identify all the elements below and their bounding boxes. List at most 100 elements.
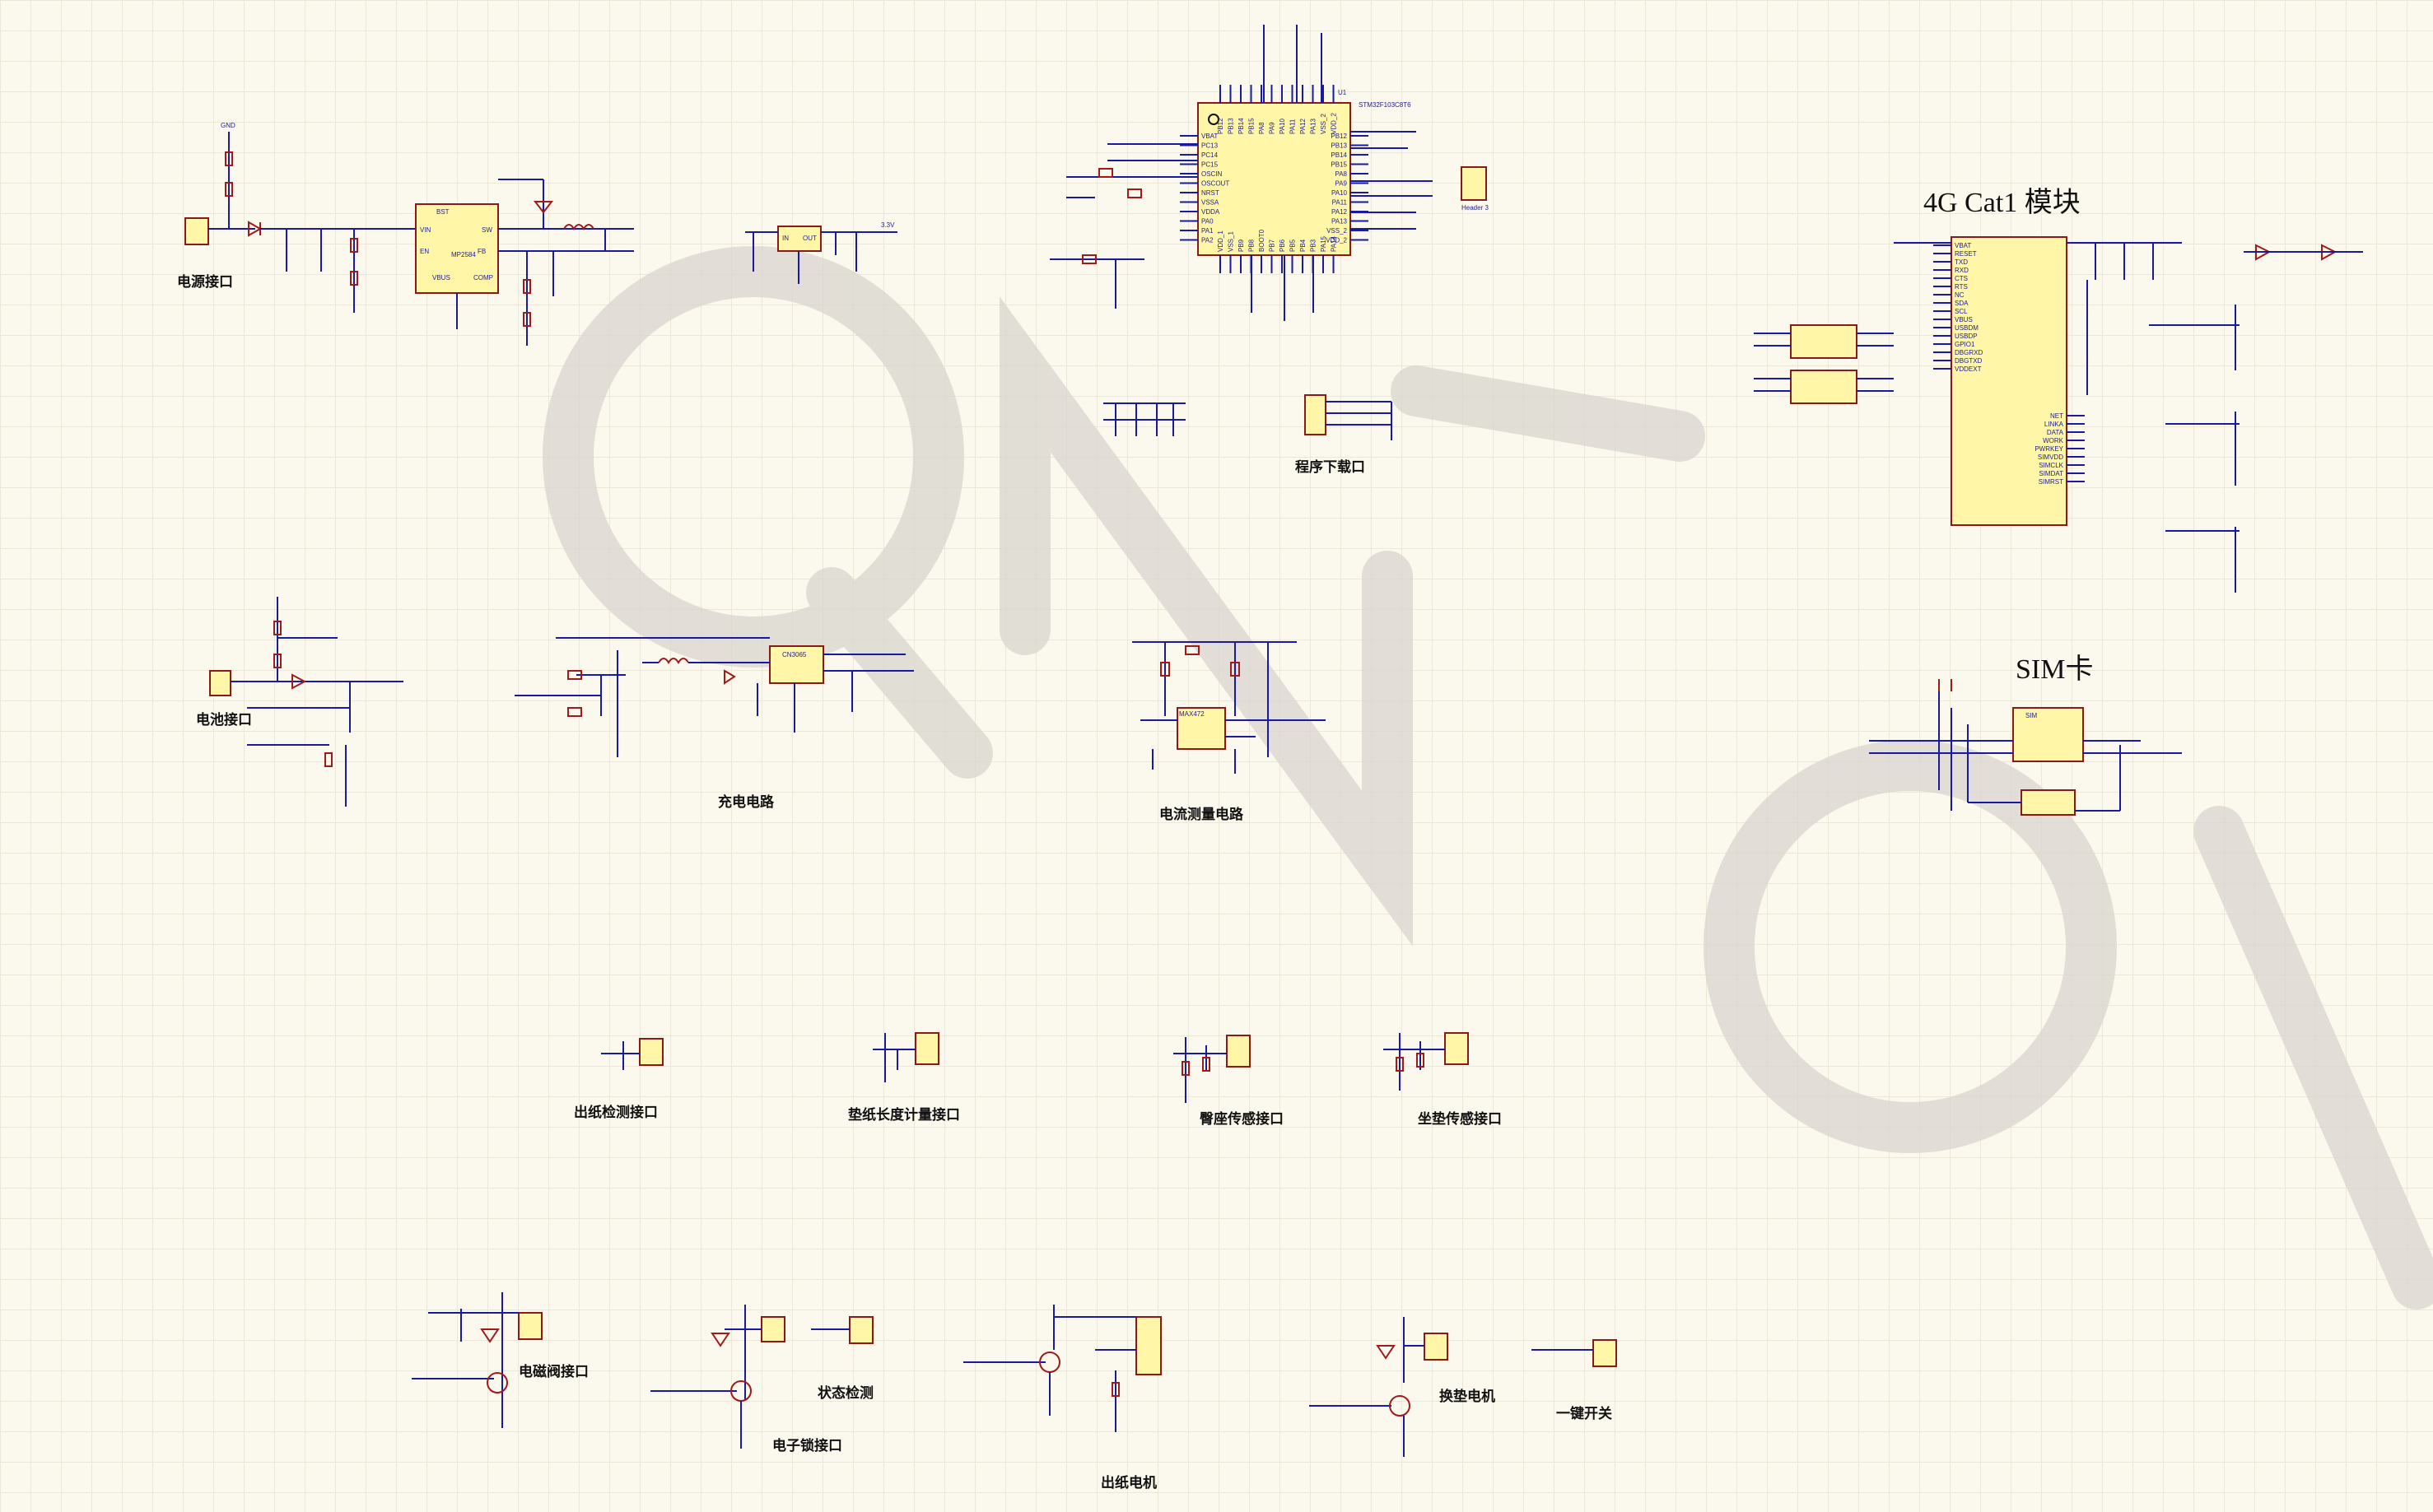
svg-text:IN: IN: [782, 235, 789, 242]
pin-label: PB4: [1299, 239, 1307, 252]
pin-label: PA13: [1331, 218, 1348, 226]
title-paper-out-detect: 出纸检测接口: [574, 1105, 658, 1120]
pin-label: SCL: [1955, 308, 1968, 315]
title-paper-length-meter: 垫纸长度计量接口: [848, 1107, 960, 1123]
pin-label: SDA: [1955, 300, 1969, 307]
seat-sensor-circuit: [1383, 1032, 1469, 1091]
sim-card-circuit: SIM: [1869, 679, 2182, 816]
svg-text:STM32F103C8T6: STM32F103C8T6: [1359, 101, 1411, 109]
pin-label: PB15: [1331, 161, 1347, 169]
pin-label: SIMCLK: [2039, 462, 2063, 469]
pin-label: SIMVDD: [2038, 454, 2063, 461]
title-solenoid-valve: 电磁阀接口: [519, 1364, 589, 1379]
pin-label: NC: [1955, 291, 1965, 299]
pin-label: PB12: [1217, 118, 1224, 134]
pin-label: DBGTXD: [1955, 357, 1983, 365]
svg-text:FB: FB: [478, 248, 486, 255]
pin-label: USBDP: [1955, 333, 1978, 340]
pin-label: VBUS: [1955, 316, 1973, 323]
pin-label: PA8: [1258, 122, 1265, 134]
pin-label: OSCOUT: [1201, 180, 1229, 188]
pin-label: VSS_2: [1320, 114, 1327, 134]
title-hip-sensor: 臀座传感接口: [1200, 1111, 1284, 1127]
title-pad-motor: 换垫电机: [1439, 1389, 1495, 1404]
pin-label: TXD: [1955, 258, 1968, 266]
module-4g-chip: VBATRESETTXDRXDCTSRTSNCSDASCLVBUSUSBDMUS…: [1754, 236, 2363, 593]
current-measure-circuit: MAX472: [1132, 641, 1326, 774]
pin-label: PB9: [1237, 239, 1245, 252]
pin-label: BOOT0: [1258, 229, 1265, 252]
paper-out-detect-circuit: [601, 1038, 664, 1070]
title-charging-circuit: 充电电路: [718, 794, 774, 810]
electronic-lock-circuit: [650, 1305, 785, 1449]
pin-label: PB8: [1248, 239, 1256, 252]
pin-label: PA2: [1201, 237, 1214, 244]
pin-label: PB3: [1310, 239, 1317, 252]
svg-text:EN: EN: [420, 248, 429, 255]
title-status-detect: 状态检测: [818, 1385, 874, 1401]
pin-label: WORK: [2043, 437, 2064, 444]
pin-label: PA11: [1332, 199, 1348, 207]
swd-header: [1304, 394, 1392, 440]
solenoid-valve-circuit: [412, 1292, 543, 1428]
title-4g-module: 4G Cat1 模块: [1923, 188, 2081, 218]
pin-label: PB15: [1248, 118, 1256, 134]
svg-text:U1: U1: [1338, 89, 1347, 96]
pin-label: SIMRST: [2039, 478, 2063, 486]
pin-label: VDD_2: [1326, 237, 1347, 244]
pin-label: NRST: [1201, 189, 1219, 197]
pin-label: RTS: [1955, 283, 1968, 291]
battery-circuit: [209, 597, 403, 807]
mcu-chip: VBATPC13PC14PC15OSCINOSCOUTNRSTVSSAVDDAP…: [1066, 25, 1489, 321]
pin-label: SIMDAT: [2039, 470, 2063, 477]
title-paper-motor: 出纸电机: [1101, 1475, 1157, 1491]
svg-text:CN3065: CN3065: [782, 651, 807, 658]
title-power-port: 电源接口: [177, 274, 233, 290]
pin-label: PB13: [1228, 118, 1235, 134]
svg-text:SIM: SIM: [2025, 712, 2038, 719]
svg-text:COMP: COMP: [473, 274, 493, 281]
pin-label: CTS: [1955, 275, 1968, 282]
svg-text:OUT: OUT: [803, 235, 817, 242]
pin-label: PA10: [1331, 189, 1348, 197]
pin-label: GPIO1: [1955, 341, 1975, 348]
pin-label: PB7: [1269, 239, 1276, 252]
title-battery-port: 电池接口: [196, 712, 252, 728]
pin-label: PB6: [1279, 239, 1286, 252]
pin-label: PB13: [1331, 142, 1347, 150]
pin-label: PA9: [1269, 122, 1276, 134]
pin-label: VDD_2: [1331, 113, 1338, 134]
pin-label: VBAT: [1955, 242, 1971, 249]
title-seat-sensor: 坐垫传感接口: [1418, 1111, 1502, 1127]
pin-label: PA1: [1201, 227, 1214, 235]
one-key-switch-circuit: [1531, 1339, 1617, 1367]
pin-label: PA12: [1331, 208, 1348, 216]
ldo-circuit: IN OUT 3.3V: [745, 221, 897, 284]
pin-label: RESET: [1955, 250, 1977, 258]
pin-label: PA11: [1289, 119, 1297, 134]
svg-text:3.3V: 3.3V: [881, 221, 895, 229]
pin-label: PC13: [1201, 142, 1219, 150]
pin-label: USBDM: [1955, 324, 1979, 332]
pin-label: PWRKEY: [2034, 445, 2063, 453]
pin-label: PB5: [1289, 239, 1297, 252]
paper-motor-circuit: [963, 1305, 1162, 1432]
title-current-measure: 电流测量电路: [1159, 807, 1243, 822]
pin-label: PA12: [1299, 118, 1307, 134]
pin-label: VDDEXT: [1955, 365, 1982, 373]
hip-sensor-circuit: [1173, 1035, 1251, 1103]
title-one-key-switch: 一键开关: [1556, 1406, 1612, 1421]
charging-circuit: CN3065: [515, 637, 914, 757]
pin-label: PA15: [1320, 235, 1327, 252]
svg-text:GND: GND: [221, 122, 235, 129]
pin-label: PA8: [1335, 170, 1347, 178]
svg-text:SW: SW: [482, 226, 492, 234]
svg-text:MAX472: MAX472: [1179, 710, 1205, 718]
status-detect-circuit: [811, 1316, 874, 1344]
title-program-download: 程序下载口: [1295, 459, 1365, 475]
paper-length-circuit: [873, 1032, 939, 1082]
pin-label: PA0: [1201, 218, 1214, 226]
pin-label: PA14: [1331, 235, 1338, 252]
